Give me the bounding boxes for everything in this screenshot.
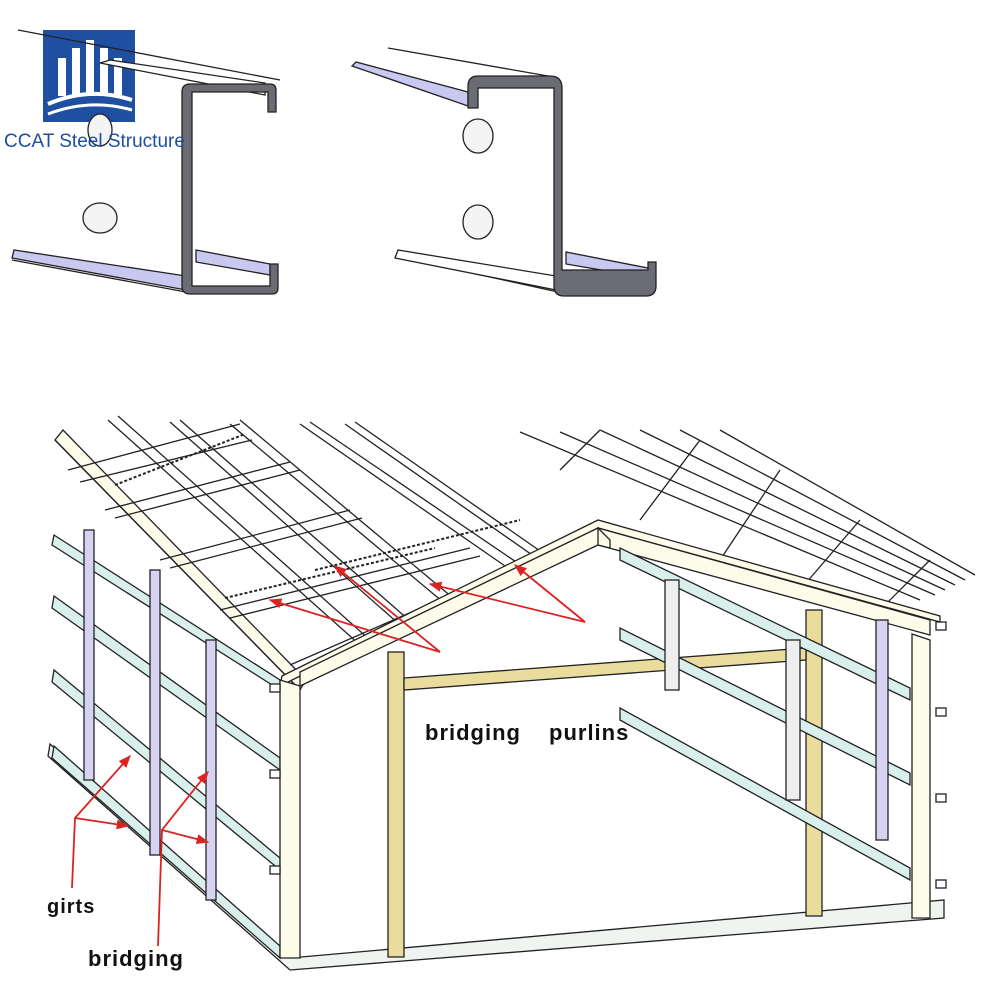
- door-frame: [387, 609, 823, 958]
- metal-building-frame: [47, 415, 976, 971]
- label-girts: girts: [47, 896, 96, 918]
- left-wall-columns: [83, 529, 217, 901]
- label-bridging-roof: bridging: [425, 720, 521, 745]
- roof-purlins-right: [519, 429, 976, 611]
- c-section-purlin: [11, 29, 281, 295]
- building-logo-icon: [43, 30, 135, 122]
- roof-purlins-left: [54, 415, 607, 692]
- front-rigid-frame: [279, 519, 941, 959]
- company-logo-text: CCAT Steel Structure: [4, 131, 185, 152]
- girt-clips: [269, 621, 947, 889]
- label-purlins: purlins: [549, 720, 630, 745]
- z-section-purlin: [350, 47, 657, 297]
- right-wall-structure: [619, 546, 911, 882]
- label-bridging-wall: bridging: [88, 946, 184, 971]
- roof-bridging: [114, 433, 521, 599]
- label-arrows: [71, 564, 586, 947]
